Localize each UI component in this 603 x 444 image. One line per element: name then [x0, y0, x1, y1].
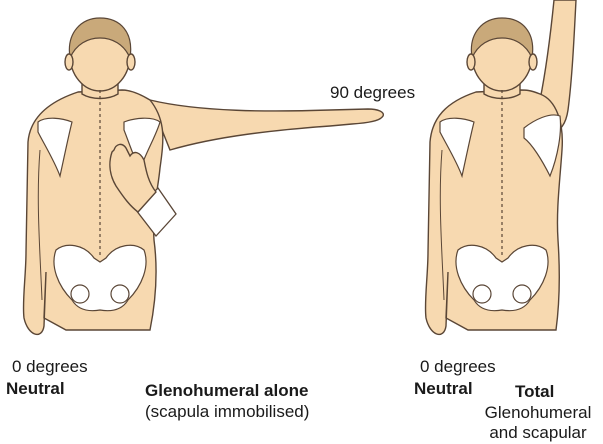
examiner-hand — [109, 143, 157, 213]
right-subtitle-2: and scapular — [489, 423, 587, 442]
left-angle-label: 0 degrees — [12, 357, 88, 376]
left-figure-scapula-left — [37, 117, 73, 179]
right-position-label: Neutral — [414, 379, 473, 398]
right-figure-left-arm-line — [439, 149, 445, 301]
middle-title: Glenohumeral alone — [145, 381, 309, 400]
left-figure — [22, 17, 385, 336]
figure-bodies — [22, 0, 577, 336]
left-figure-ear-right — [126, 53, 136, 71]
right-figure — [424, 0, 577, 336]
right-figure-scapula-right — [523, 114, 562, 178]
left-figure-scapula-right — [123, 117, 161, 172]
left-position-label: Neutral — [6, 379, 65, 398]
right-figure-ear-right — [528, 53, 538, 71]
left-figure-hip-left — [70, 284, 90, 304]
right-figure-hip-right — [512, 284, 532, 304]
left-figure-left-arm-line — [37, 149, 43, 301]
right-figure-scapula-left — [439, 117, 475, 179]
right-angle-label: 0 degrees — [420, 357, 496, 376]
angle-label-90: 90 degrees — [330, 83, 416, 102]
left-figure-ear-left — [64, 53, 74, 71]
right-figure-ear-left — [466, 53, 476, 71]
right-figure-hip-left — [472, 284, 492, 304]
right-title: Total — [515, 382, 555, 401]
examiner-hand-icon — [109, 143, 177, 238]
left-figure-hip-right — [110, 284, 130, 304]
middle-subtitle: (scapula immobilised) — [145, 402, 310, 421]
left-figure-raised-arm — [148, 99, 385, 151]
right-subtitle-1: Glenohumeral — [484, 403, 592, 422]
